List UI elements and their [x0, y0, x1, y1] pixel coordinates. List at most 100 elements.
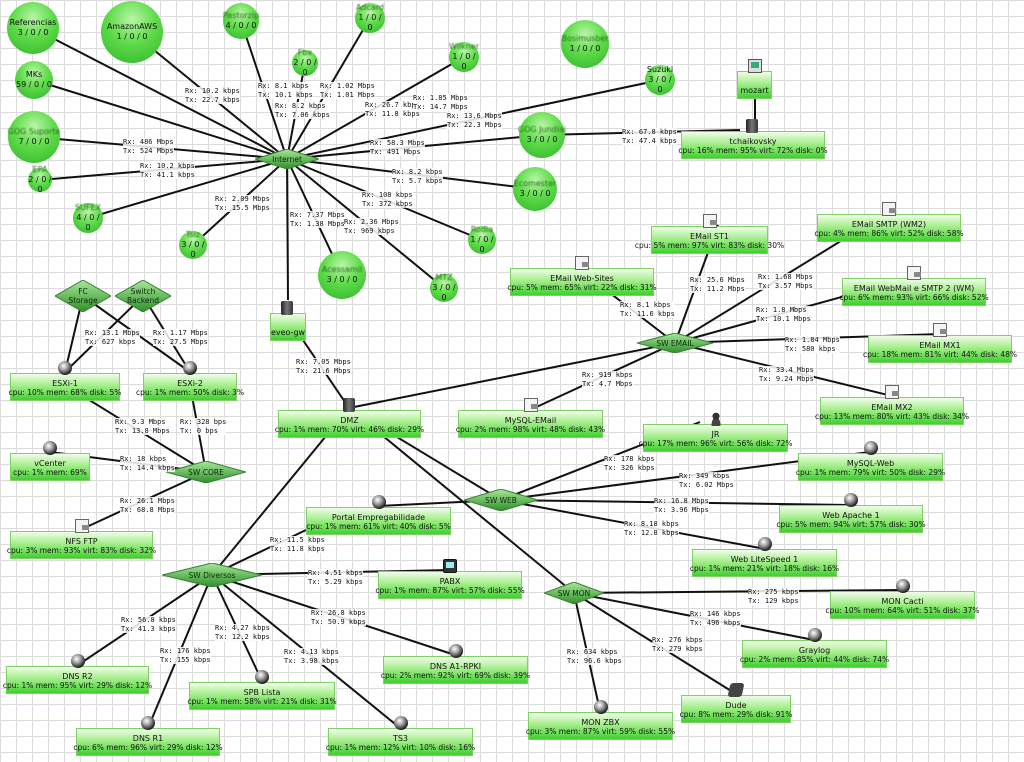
device-name: ESXi-2: [177, 379, 203, 388]
traffic-label: Rx: 1.8 Mbps Tx: 10.1 Mbps: [756, 306, 811, 323]
switch-node[interactable]: SW WEB: [464, 489, 538, 511]
device-stats: cpu: 1% mem: 87% virt: 57% disk: 55%: [375, 586, 525, 595]
traffic-label: Rx: 2.36 Mbps Tx: 969 kbps: [344, 218, 399, 235]
switch-node[interactable]: Switch Backend: [115, 280, 171, 312]
network-link: [348, 342, 676, 409]
switch-node[interactable]: SW EMAIL: [637, 333, 713, 353]
cloud-stats: 7 / 0 / 0: [18, 137, 50, 146]
device-stats: cpu: 6% mem: 96% virt: 29% disk: 12%: [73, 743, 223, 752]
device-stats: cpu: 1% mem: 58% virt: 21% disk: 31%: [187, 697, 337, 706]
traffic-label: Rx: 58.3 Mbps Tx: 491 Mbps: [370, 139, 425, 156]
device-name: Web LiteSpeed 1: [730, 555, 799, 564]
globe-icon: [141, 716, 155, 730]
device-name: Portal Empregabilidade: [331, 513, 426, 522]
device-node[interactable]: EMail SMTP (WM2)cpu: 4% mem: 86% virt: 5…: [814, 214, 964, 242]
device-node[interactable]: eveo-gw: [270, 313, 306, 341]
device-name: DNS A1-RPKI: [429, 662, 482, 671]
traffic-label: Rx: 26.1 Mbps Tx: 68.8 Mbps: [120, 497, 175, 514]
traffic-label: Rx: 176 kbps Tx: 155 kbps: [160, 647, 211, 664]
switch-diamond-icon: [55, 280, 111, 312]
device-name: PABX: [439, 577, 461, 586]
device-node[interactable]: EMail WebMail e SMTP 2 (WM)cpu: 6% mem: …: [839, 278, 989, 306]
device-name: tchaikovsky: [729, 137, 777, 146]
device-stats: cpu: 17% mem: 96% virt: 56% disk: 72%: [638, 439, 793, 448]
device-stats: cpu: 8% mem: 29% disk: 91%: [679, 710, 793, 719]
globe-icon: [757, 537, 772, 551]
traffic-label: Rx: 1.02 Mbps Tx: 1.01 Mbps: [320, 82, 375, 99]
globe-icon: [807, 628, 822, 642]
user-icon: [708, 412, 723, 426]
switch-node[interactable]: FC Storage: [55, 280, 111, 312]
device-name: mozart: [740, 86, 769, 95]
cloud-name: SUFEX: [74, 203, 102, 212]
device-name: eveo-gw: [270, 328, 306, 337]
switch-label: SW Diversos: [188, 570, 236, 580]
cloud-name: Referencias: [9, 18, 57, 27]
globe-icon: [593, 700, 608, 714]
device-stats: cpu: 5% mem: 97% virt: 83% disk: 30%: [634, 241, 785, 250]
device-node[interactable]: mozart: [737, 71, 772, 99]
device-stats: cpu: 1% mem: 61% virt: 40% disk: 5%: [306, 522, 451, 531]
cloud-name: Acessamil: [321, 265, 363, 274]
device-name: EMail MX2: [871, 403, 913, 412]
device-stats: cpu: 5% mem: 65% virt: 22% disk: 31%: [507, 283, 657, 292]
mail-icon: [885, 385, 899, 399]
device-name: EMail ST1: [690, 232, 729, 241]
device-name: DMZ: [340, 416, 359, 425]
mail-icon: [933, 323, 947, 337]
switch-node[interactable]: SW Diversos: [162, 563, 262, 587]
traffic-label: Rx: 8.2 kbps Tx: 7.06 kbps: [275, 102, 330, 119]
device-stats: cpu: 1% mem: 21% virt: 18% disk: 16%: [689, 564, 840, 573]
mail-icon: [74, 519, 89, 533]
switch-node[interactable]: SW MON: [544, 582, 604, 604]
device-stats: cpu: 18% mem: 81% virt: 44% disk: 48%: [863, 350, 1017, 359]
switch-node[interactable]: Internet: [255, 149, 319, 169]
switch-node[interactable]: SW CORE: [166, 461, 246, 483]
cloud-stats: 1 / 0 / 0: [452, 52, 476, 71]
